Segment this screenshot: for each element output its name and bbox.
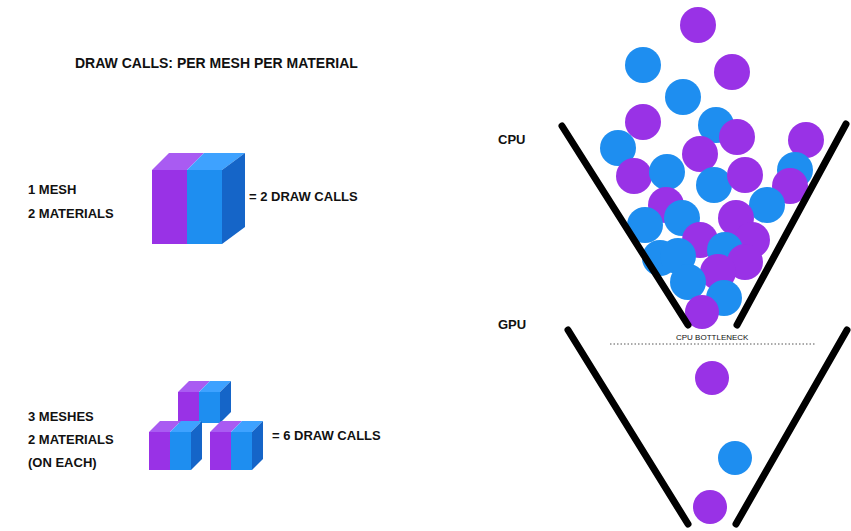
bottleneck-line — [610, 344, 815, 345]
cube-two-materials — [152, 153, 245, 244]
draw-call-count: = 6 DRAW CALLS — [272, 428, 381, 444]
funnels — [562, 124, 847, 524]
diagram-title: DRAW CALLS: PER MESH PER MATERIAL — [75, 54, 358, 72]
mesh-count-label: 1 MESH 2 MATERIALS — [28, 178, 114, 226]
draw-call-count: = 2 DRAW CALLS — [249, 189, 358, 205]
funnel-label: GPU — [498, 317, 526, 333]
small-cubes — [149, 381, 263, 470]
funnel-label: CPU — [498, 132, 525, 148]
mesh-count-label: 3 MESHES 2 MATERIALS (ON EACH) — [28, 405, 114, 474]
bottleneck-label: CPU BOTTLENECK — [674, 333, 750, 343]
draw-call-balls — [600, 7, 824, 524]
